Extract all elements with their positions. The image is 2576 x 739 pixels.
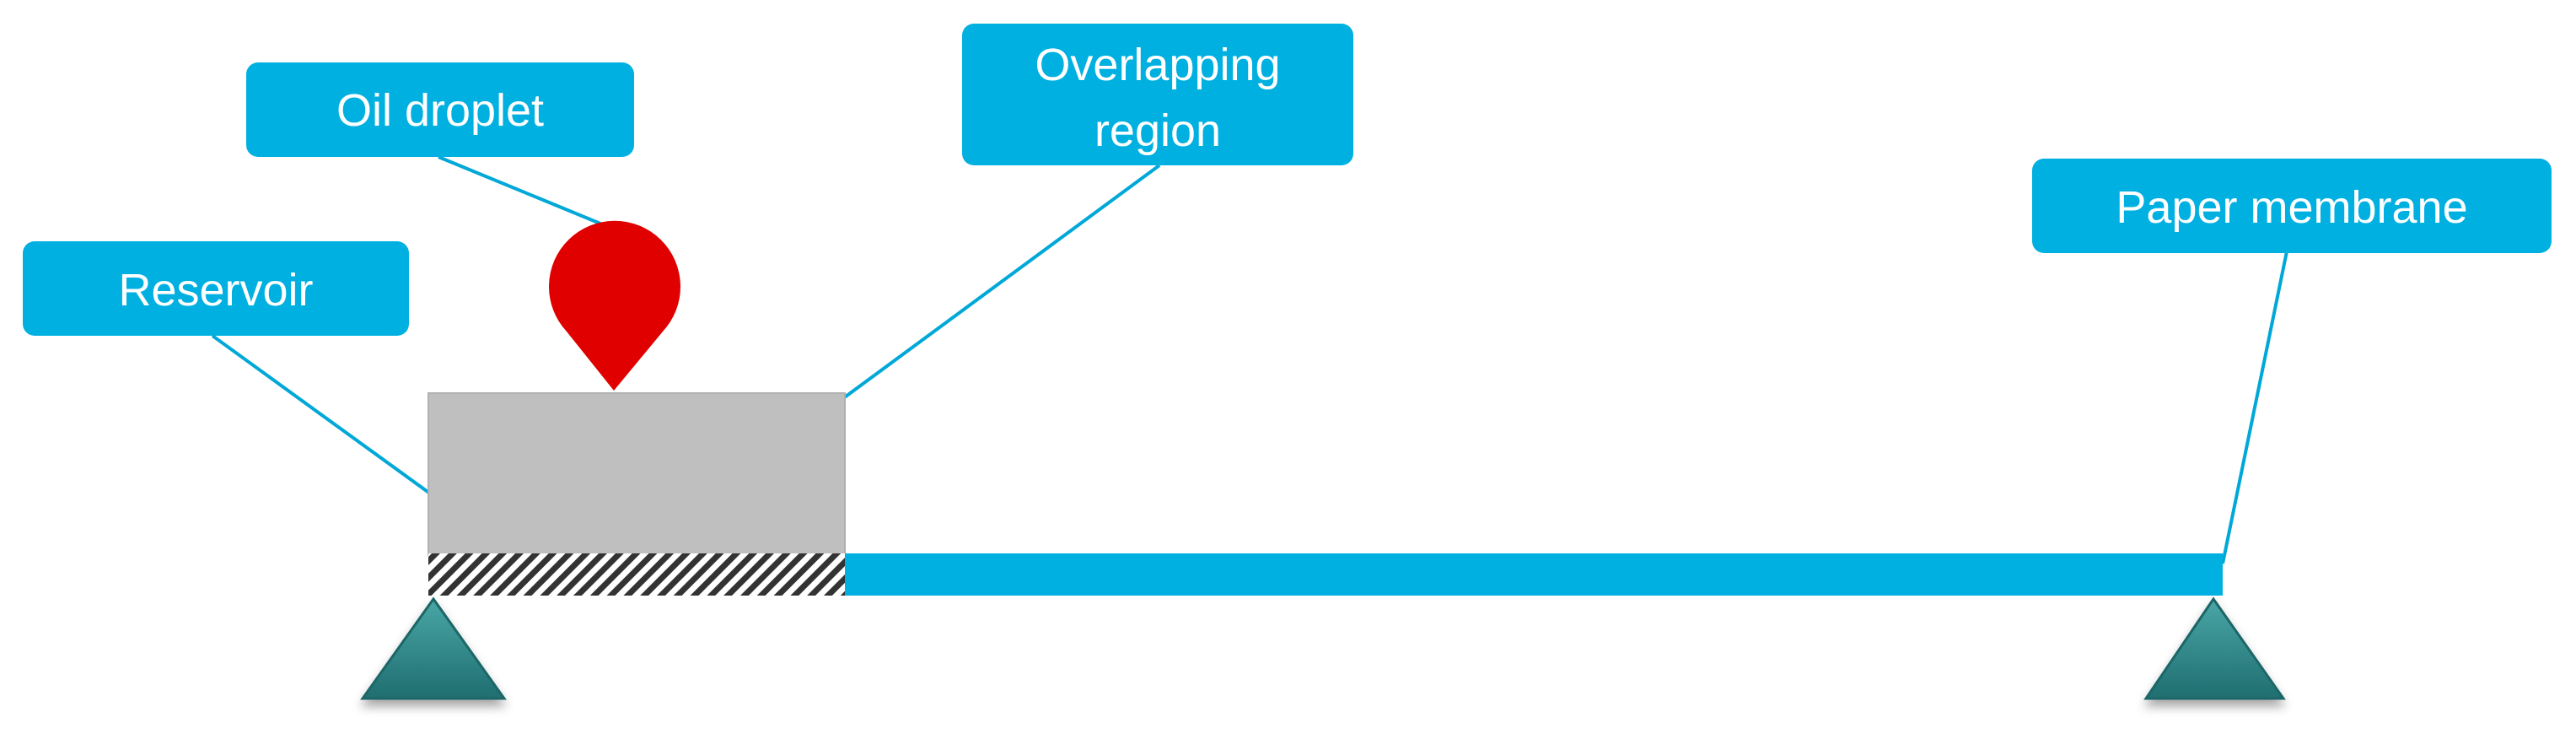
callout-overlapping-region-label-line1: Overlapping bbox=[1035, 40, 1280, 90]
callout-paper-membrane-label: Paper membrane bbox=[2116, 182, 2467, 233]
oil-droplet-leader-line bbox=[438, 155, 601, 225]
callout-box bbox=[23, 241, 409, 336]
overlapping-region-hatch bbox=[428, 553, 845, 596]
callout-box bbox=[246, 62, 634, 157]
callout-overlapping-region: Overlapping region bbox=[962, 24, 1353, 165]
leader-lines bbox=[211, 155, 2288, 564]
callout-box bbox=[962, 24, 1353, 165]
callout-reservoir-label: Reservoir bbox=[118, 265, 313, 316]
oil-droplet bbox=[549, 220, 681, 391]
callout-box bbox=[2032, 159, 2552, 253]
left-support-triangle bbox=[360, 596, 507, 700]
paper-membrane-leader-line bbox=[2221, 251, 2288, 564]
reservoir-leader-line bbox=[211, 334, 432, 495]
reservoir-block bbox=[428, 392, 846, 556]
callout-oil-droplet: Oil droplet bbox=[246, 62, 634, 157]
paper-membrane-strip bbox=[845, 553, 2223, 596]
callout-reservoir: Reservoir bbox=[23, 241, 409, 336]
callout-paper-membrane: Paper membrane bbox=[2032, 159, 2552, 253]
callout-oil-droplet-label: Oil droplet bbox=[336, 85, 544, 136]
right-support-triangle bbox=[2143, 596, 2286, 700]
callout-overlapping-region-label-line2: region bbox=[1094, 105, 1221, 156]
